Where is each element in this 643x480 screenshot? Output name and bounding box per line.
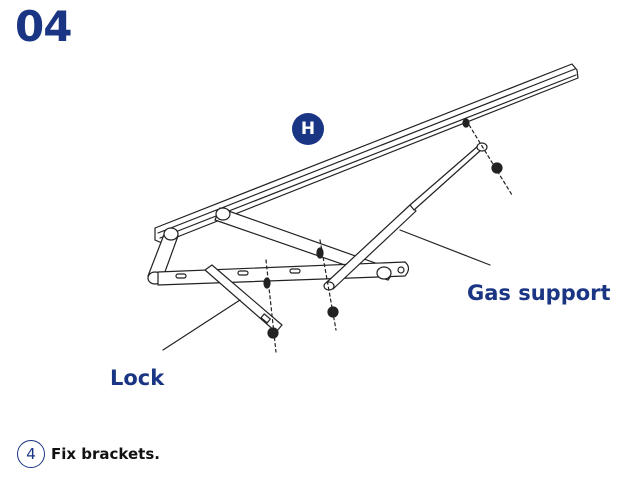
lock-bracket [204,264,283,333]
instruction-number: 4 [17,440,45,468]
instruction-text: Fix brackets. [51,445,160,463]
lock-label: Lock [110,366,165,390]
gas-support-leader [399,229,491,266]
callout-badge: H [292,113,324,145]
lock-leader [162,299,241,351]
gas-support-label: Gas support [467,281,611,305]
fasteners [263,118,503,339]
instruction: 4 Fix brackets. [17,440,160,468]
gas-support-strut [323,142,488,291]
base-bracket [157,261,410,286]
step-number: 04 [15,2,72,51]
